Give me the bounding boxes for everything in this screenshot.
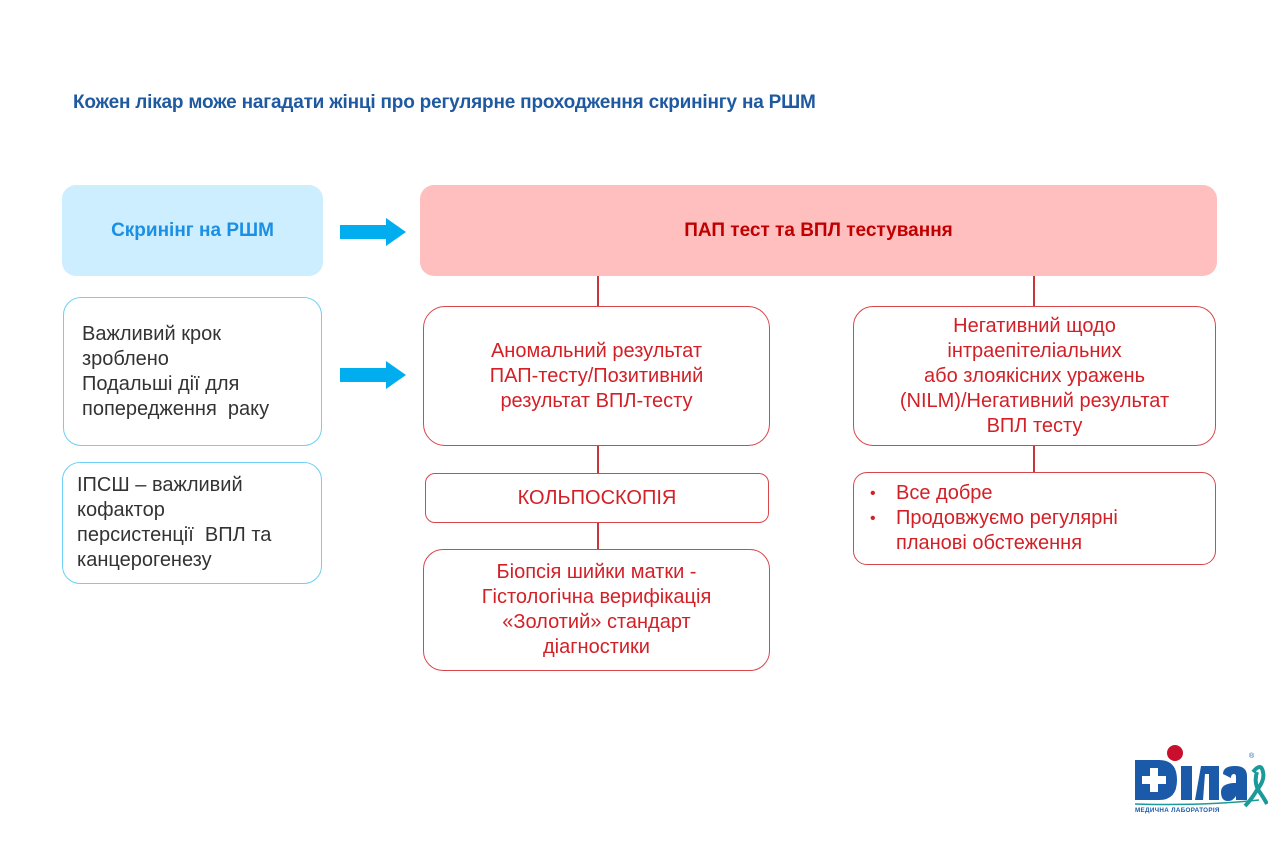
pap-hpv-testing-label: ПАП тест та ВПЛ тестування bbox=[684, 219, 953, 241]
abnormal-line: Аномальний результат bbox=[490, 339, 703, 362]
abnormal-result-box: Аномальний результат ПАП-тесту/Позитивни… bbox=[423, 306, 770, 446]
connector-line bbox=[597, 446, 599, 473]
screening-box: Скринінг на РШМ bbox=[62, 185, 323, 276]
arrow-right-icon bbox=[340, 218, 406, 246]
registered-mark: ® bbox=[1249, 752, 1255, 760]
biopsy-line: «Золотий» стандарт bbox=[502, 611, 691, 633]
connector-line bbox=[597, 523, 599, 549]
important-step-box: Важливий крок зроблено Подальші дії для … bbox=[63, 297, 322, 446]
negative-result-box: Негативний щодо інтраепітеліальних або з… bbox=[853, 306, 1216, 446]
abnormal-line: ПАП-тесту/Позитивний bbox=[489, 364, 704, 387]
colposcopy-label: КОЛЬПОСКОПІЯ bbox=[517, 486, 677, 509]
pap-hpv-testing-box: ПАП тест та ВПЛ тестування bbox=[420, 185, 1217, 276]
connector-line bbox=[1033, 276, 1035, 306]
bullet-icon: • bbox=[870, 485, 876, 502]
ipssh-line: ІПСШ – важливий bbox=[77, 474, 243, 496]
page-title: Кожен лікар може нагадати жінці про регу… bbox=[73, 92, 816, 113]
biopsy-line: діагностики bbox=[543, 636, 650, 658]
connector-line bbox=[1033, 446, 1035, 472]
all-good-box: • Все добре • Продовжуємо регулярні план… bbox=[853, 472, 1216, 565]
list-item: • Все добре bbox=[868, 481, 1118, 506]
negative-line: Негативний щодо bbox=[953, 314, 1116, 337]
step-line: Важливий крок bbox=[82, 322, 221, 345]
ipssh-line: канцерогенезу bbox=[77, 549, 212, 571]
connector-line bbox=[597, 276, 599, 306]
bullet-icon: • bbox=[870, 510, 876, 527]
biopsy-line: Гістологічна верифікація bbox=[481, 586, 712, 608]
abnormal-line: результат ВПЛ-тесту bbox=[500, 389, 693, 412]
step-line: зроблено bbox=[82, 347, 169, 370]
biopsy-line: Біопсія шийки матки - bbox=[496, 561, 697, 583]
negative-line: (NILM)/Негативний результат bbox=[899, 389, 1170, 412]
biopsy-box: Біопсія шийки матки - Гістологічна вериф… bbox=[423, 549, 770, 671]
step-line: Подальші дії для bbox=[82, 372, 240, 395]
ipssh-box: ІПСШ – важливий кофактор персистенції ВП… bbox=[62, 462, 322, 584]
logo-subtitle: МЕДИЧНА ЛАБОРАТОРІЯ bbox=[1135, 807, 1220, 814]
negative-line: або злоякісних уражень bbox=[923, 364, 1145, 387]
all-good-list: • Все добре • Продовжуємо регулярні план… bbox=[868, 481, 1118, 556]
colposcopy-box: КОЛЬПОСКОПІЯ bbox=[425, 473, 769, 523]
negative-line: ВПЛ тесту bbox=[986, 414, 1083, 437]
list-item-text: планові обстеження bbox=[896, 532, 1083, 554]
dila-logo: ® МЕДИЧНА ЛАБОРАТОРІЯ bbox=[1134, 745, 1268, 814]
list-item: • Продовжуємо регулярні планові обстежен… bbox=[868, 506, 1118, 556]
ipssh-line: персистенції ВПЛ та bbox=[77, 524, 272, 546]
logo-mark bbox=[1134, 745, 1268, 808]
list-item-text: Все добре bbox=[896, 482, 993, 504]
arrow-right-icon bbox=[340, 361, 406, 389]
step-line: попередження раку bbox=[82, 397, 270, 420]
screening-label: Скринінг на РШМ bbox=[111, 219, 274, 241]
ipssh-line: кофактор bbox=[77, 499, 165, 521]
negative-line: інтраепітеліальних bbox=[947, 339, 1122, 362]
list-item-text: Продовжуємо регулярні bbox=[896, 507, 1118, 529]
